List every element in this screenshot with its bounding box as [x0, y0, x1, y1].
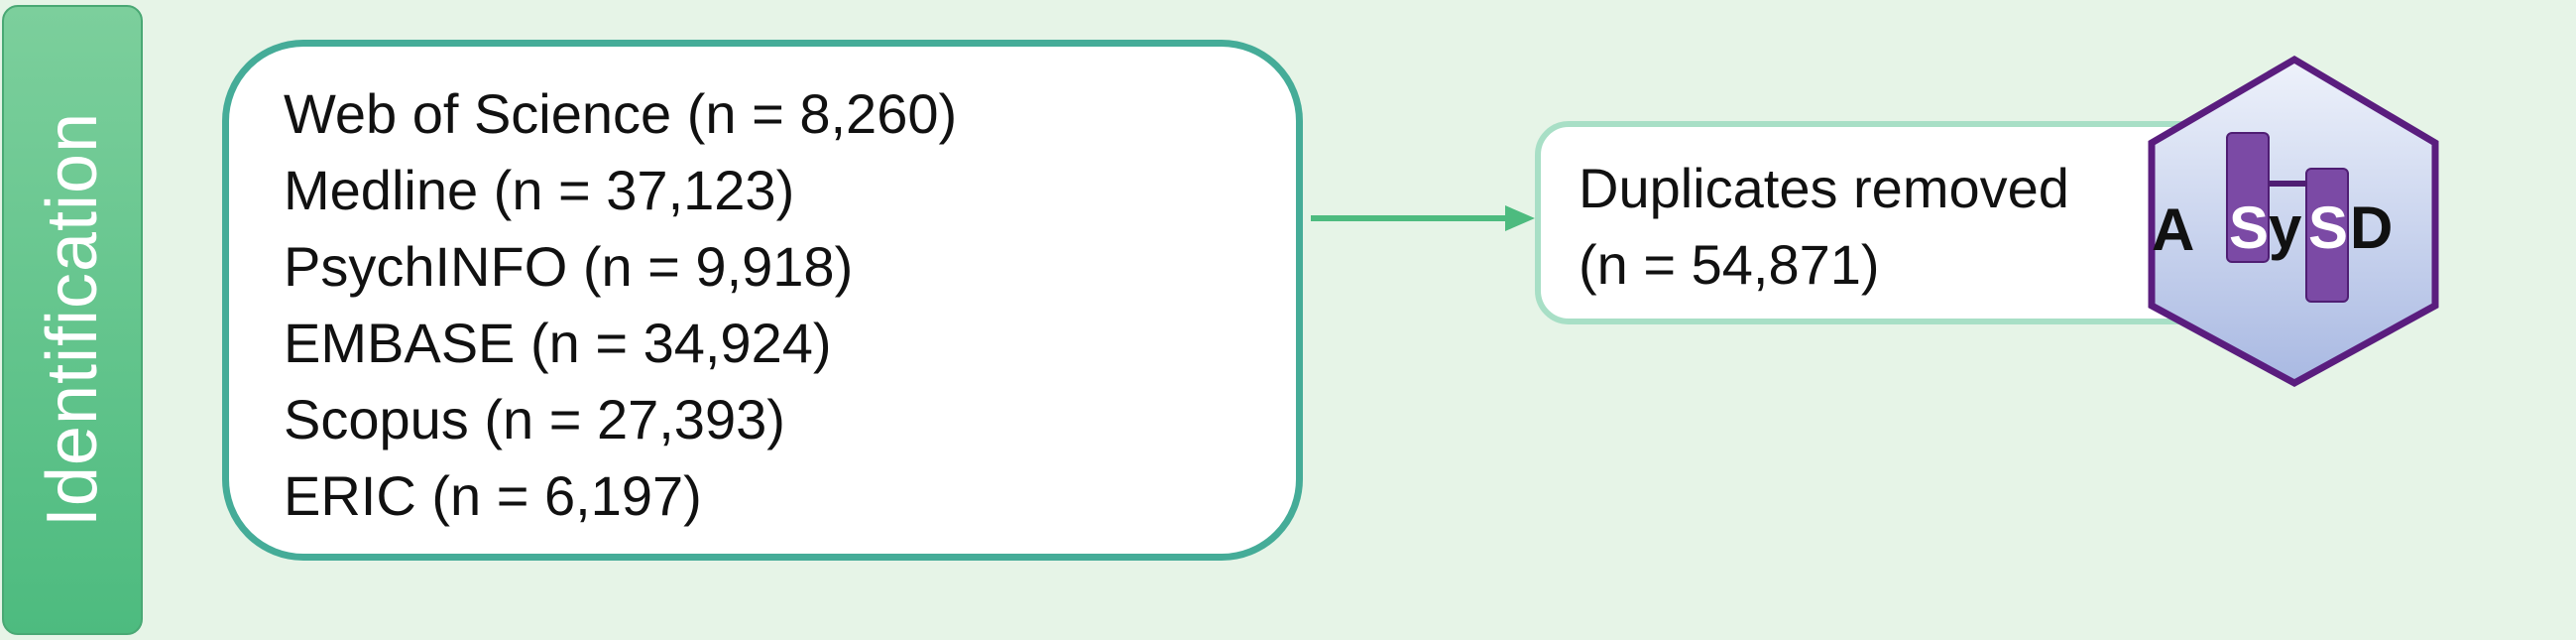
- source-eric: ERIC (n = 6,197): [284, 464, 702, 527]
- duplicates-removed-count: (n = 54,871): [1579, 233, 1880, 296]
- svg-text:A: A: [2152, 196, 2194, 263]
- duplicates-removed-box: [1535, 121, 2219, 324]
- source-psychinfo: PsychINFO (n = 9,918): [284, 235, 854, 298]
- svg-text:S: S: [2229, 194, 2269, 261]
- database-sources-box: [222, 40, 1303, 561]
- flow-arrowhead-icon: [1505, 205, 1535, 231]
- identification-stage-bar: [2, 5, 143, 635]
- svg-text:D: D: [2350, 194, 2393, 261]
- source-embase: EMBASE (n = 34,924): [284, 312, 832, 374]
- asysd-logo-icon: A S y S D: [2148, 55, 2439, 387]
- database-sources-list: Web of Science (n = 8,260) Medline (n = …: [284, 75, 957, 534]
- duplicates-removed-label: Duplicates removed: [1579, 157, 2069, 219]
- source-scopus: Scopus (n = 27,393): [284, 388, 785, 450]
- source-medline: Medline (n = 37,123): [284, 159, 795, 221]
- svg-text:S: S: [2308, 194, 2348, 261]
- svg-text:y: y: [2269, 194, 2302, 261]
- source-web-of-science: Web of Science (n = 8,260): [284, 82, 958, 145]
